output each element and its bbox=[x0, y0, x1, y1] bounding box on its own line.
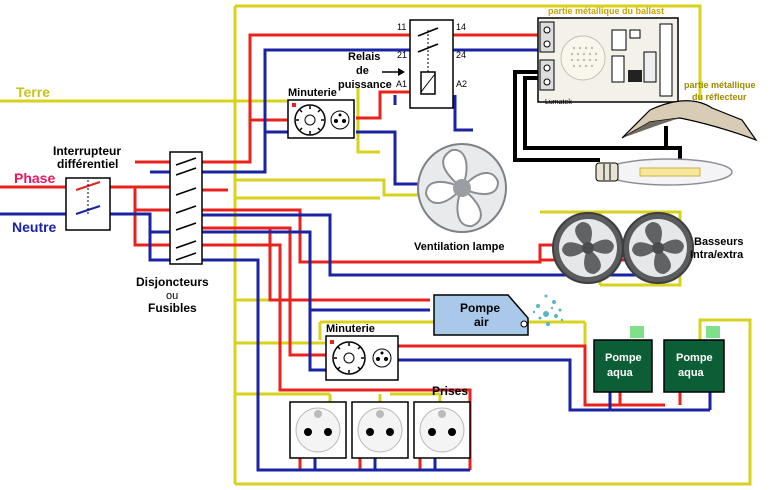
differential-label-1: Interrupteur bbox=[53, 144, 121, 158]
booster-fan-2 bbox=[622, 212, 694, 284]
booster-fan-1 bbox=[552, 212, 624, 284]
timer-bottom-label: Minuterie bbox=[326, 323, 375, 335]
reflector-label-2: du réflecteur bbox=[692, 92, 747, 102]
reflector-label-1: partie métallique bbox=[684, 80, 756, 90]
breakers-label-3: Fusibles bbox=[148, 301, 197, 315]
ballast-icon bbox=[537, 17, 679, 103]
breakers-label-1: Disjoncteurs bbox=[136, 275, 209, 289]
timer-bottom bbox=[325, 335, 399, 381]
relay-pin-14: 14 bbox=[456, 22, 466, 32]
ballast-brand: Lumatek bbox=[545, 99, 572, 106]
ballast-label: partie métallique du ballast bbox=[548, 6, 664, 16]
power-relay bbox=[382, 19, 454, 109]
phase-label: Phase bbox=[14, 170, 55, 186]
socket-2 bbox=[351, 401, 409, 459]
earth-wires bbox=[0, 4, 752, 486]
reflector bbox=[621, 100, 758, 146]
socket-1 bbox=[289, 401, 347, 459]
breakers-label-2: ou bbox=[166, 290, 178, 302]
relay-pin-a2: A2 bbox=[456, 79, 467, 89]
breakers-block bbox=[169, 151, 203, 265]
lamp-bulb bbox=[595, 158, 733, 186]
air-pump-label-2: air bbox=[474, 315, 489, 329]
relay-label-1: Relais bbox=[348, 51, 380, 63]
relay-pin-24: 24 bbox=[456, 50, 466, 60]
timer-top-label: Minuterie bbox=[288, 87, 337, 99]
boosters-label-1: Basseurs bbox=[694, 236, 744, 248]
air-pump-label-1: Pompe bbox=[460, 301, 500, 315]
terre-label: Terre bbox=[16, 84, 50, 100]
pump-icon bbox=[433, 294, 529, 336]
ventilation-fan bbox=[417, 143, 507, 233]
relay-pin-21: 21 bbox=[397, 50, 407, 60]
relay-label-3: puissance bbox=[338, 79, 392, 91]
differential-switch bbox=[65, 177, 111, 231]
socket-icon bbox=[357, 407, 403, 453]
neutral-wires bbox=[0, 48, 712, 472]
socket-icon bbox=[419, 407, 465, 453]
aqua-pump-1-label-1: Pompe bbox=[605, 352, 642, 364]
ballast: Lumatek bbox=[537, 17, 679, 106]
aqua-pump-1 bbox=[593, 326, 653, 393]
relay-label-2: de bbox=[356, 65, 369, 77]
aqua-pump-2-label-1: Pompe bbox=[676, 352, 713, 364]
pump-icon bbox=[663, 339, 725, 393]
timer-top bbox=[287, 99, 355, 139]
aqua-pump-2-label-2: aqua bbox=[678, 367, 705, 379]
differential-label-2: différentiel bbox=[57, 157, 118, 171]
pump-icon bbox=[593, 339, 653, 393]
socket-icon bbox=[295, 407, 341, 453]
neutre-label: Neutre bbox=[12, 219, 57, 235]
aqua-pump-1-label-2: aqua bbox=[607, 367, 634, 379]
relay-pin-11: 11 bbox=[397, 22, 406, 32]
air-pump bbox=[433, 294, 564, 336]
reflector-icon bbox=[621, 100, 758, 142]
aqua-pump-2 bbox=[663, 326, 725, 393]
socket-3 bbox=[413, 401, 471, 459]
relay-pin-a1: A1 bbox=[396, 79, 407, 89]
boosters-label-2: Intra/extra bbox=[690, 249, 744, 261]
air-bubbles-icon bbox=[532, 294, 564, 326]
lamp-wires bbox=[513, 70, 682, 168]
sockets-label: Prises bbox=[432, 384, 468, 398]
ventilation-label: Ventilation lampe bbox=[414, 241, 504, 253]
